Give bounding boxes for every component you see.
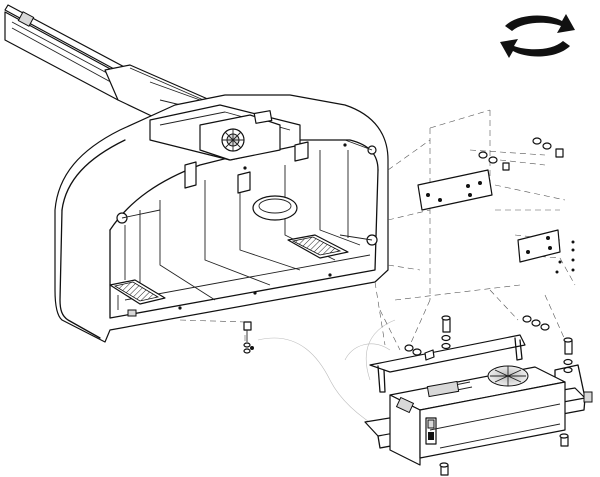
fastener-set-upper	[478, 137, 575, 274]
bolt-set-center	[243, 321, 254, 354]
drive-gear-assembly	[149, 104, 309, 194]
fastener-set-lower	[404, 315, 573, 476]
power-supply-unit	[389, 365, 566, 466]
rotate-arrows-icon	[500, 14, 575, 58]
mounting-plate-large	[417, 169, 493, 211]
mounting-plate-small	[517, 229, 561, 263]
exploded-view-leader-lines	[179, 109, 576, 351]
